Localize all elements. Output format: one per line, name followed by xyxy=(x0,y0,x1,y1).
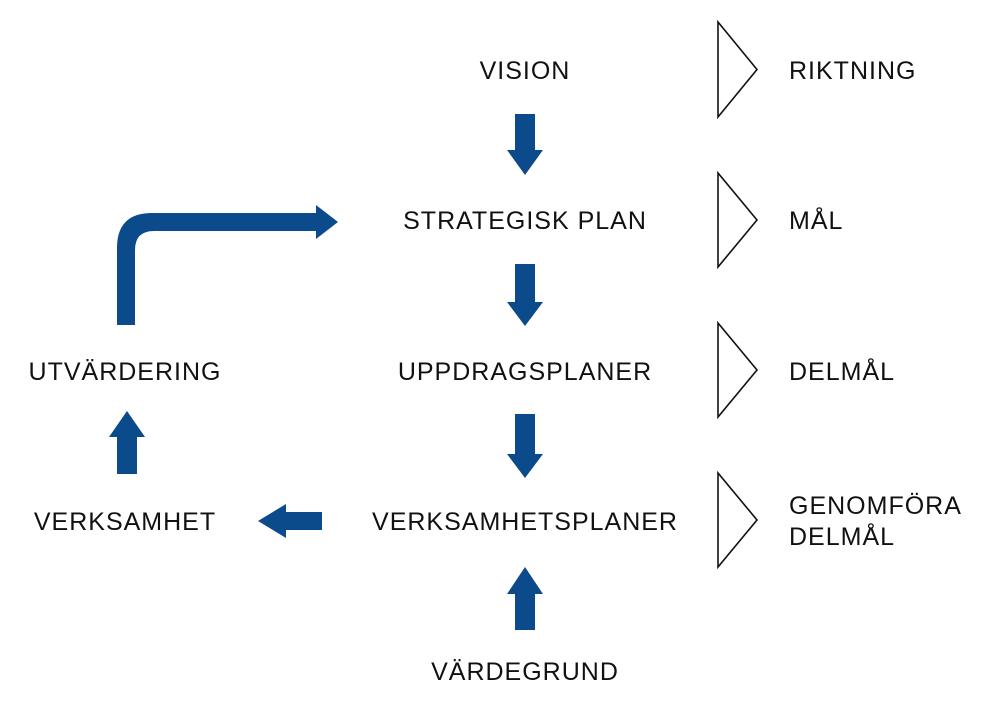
level-mal: MÅL xyxy=(789,207,844,235)
node-strategisk-plan: STRATEGISK PLAN xyxy=(403,207,647,235)
elbow-arrow-icon xyxy=(117,205,338,325)
chevron-right-icon xyxy=(717,170,759,270)
node-uppdragsplaner: UPPDRAGSPLANER xyxy=(397,358,653,386)
down-arrow-icon xyxy=(507,264,543,326)
up-arrow-icon xyxy=(507,567,543,630)
node-verksamhetsplaner: VERKSAMHETSPLANER xyxy=(372,508,678,536)
down-arrow-icon xyxy=(507,414,543,478)
node-vardegrund: VÄRDEGRUND xyxy=(431,658,619,686)
chevron-right-icon xyxy=(717,470,759,570)
down-arrow-icon xyxy=(507,114,543,175)
left-arrow-icon xyxy=(258,504,322,538)
chevron-right-icon xyxy=(717,19,759,120)
node-verksamhet: VERKSAMHET xyxy=(33,508,217,536)
level-delmal: DELMÅL xyxy=(789,358,896,386)
level-riktning: RIKTNING xyxy=(789,57,917,85)
node-utvardering: UTVÄRDERING xyxy=(28,358,222,386)
up-arrow-icon xyxy=(109,411,145,474)
chevron-right-icon xyxy=(717,320,759,420)
node-vision: VISION xyxy=(479,57,571,85)
level-genomfora-delmal: GENOMFÖRA DELMÅL xyxy=(789,492,962,551)
